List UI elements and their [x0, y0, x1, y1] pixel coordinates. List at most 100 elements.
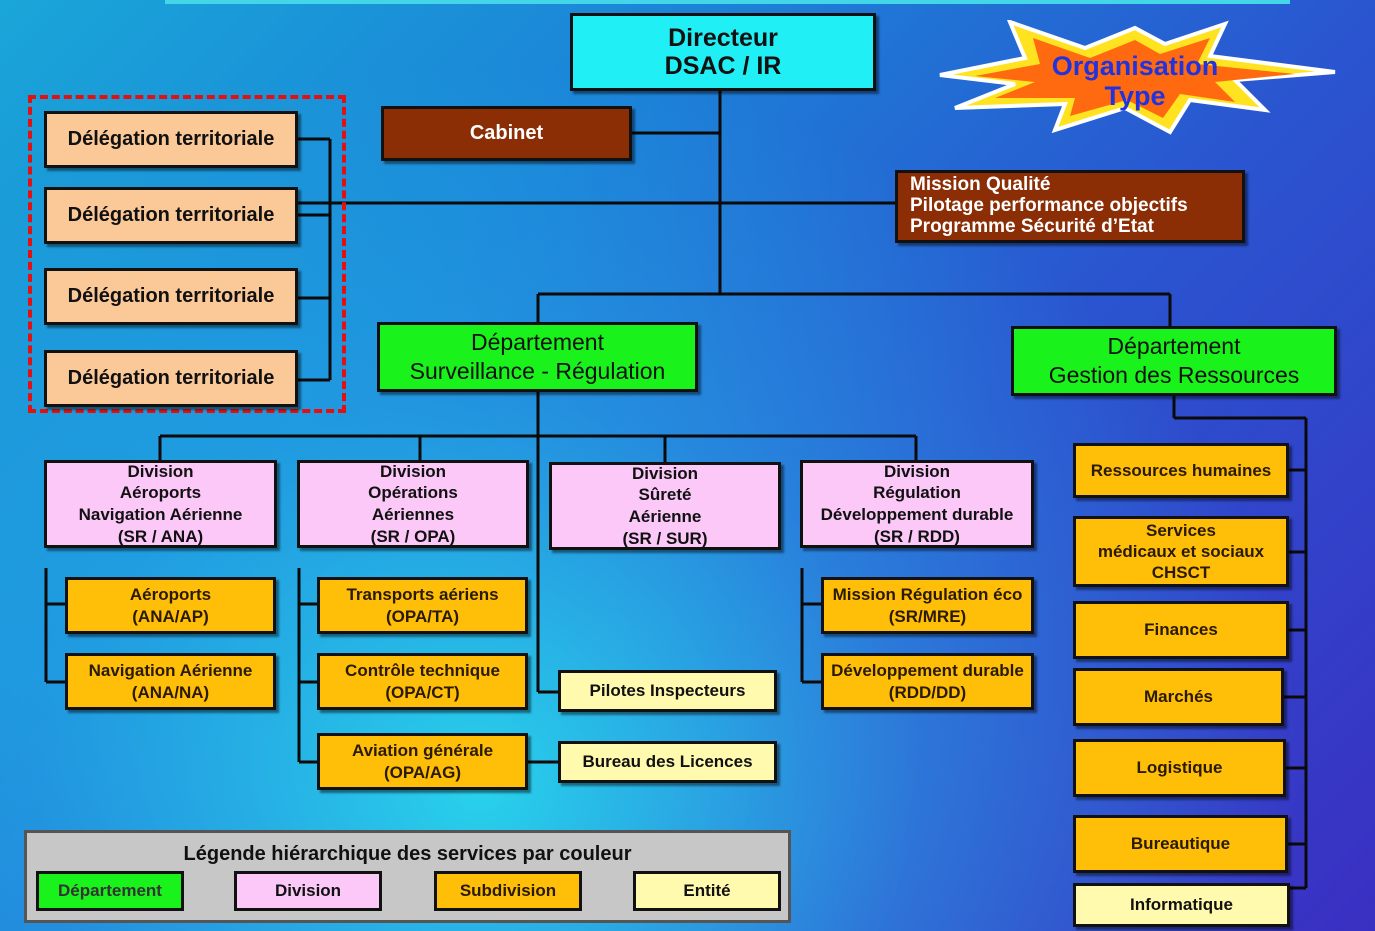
legend-item-entite: Entité — [633, 871, 781, 911]
division-sur: Division Sûreté Aérienne (SR / SUR) — [549, 462, 781, 550]
division-line: Développement durable — [820, 505, 1014, 524]
division-line: Division — [127, 461, 194, 481]
subdivision-name: Développement durable — [831, 661, 1024, 681]
subdivision-opa-ct: Contrôle technique (OPA/CT) — [317, 653, 528, 710]
delegation-box: Délégation territoriale — [44, 187, 298, 244]
delegations-dashed-frame — [28, 95, 346, 413]
legend-panel: Légende hiérarchique des services par co… — [24, 830, 791, 923]
mission-line1: Mission Qualité — [910, 174, 1051, 196]
entity-bureau-licences: Bureau des Licences — [558, 741, 777, 783]
top-bar — [165, 0, 1290, 4]
subdivision-code: (ANA/NA) — [131, 682, 210, 702]
legend-title: Légende hiérarchique des services par co… — [183, 843, 632, 865]
legend-label: Entité — [683, 881, 731, 900]
division-line: (SR / OPA) — [370, 526, 456, 546]
bureautique: Bureautique — [1073, 815, 1288, 873]
subdivision-code: (OPA/AG) — [383, 762, 462, 782]
division-line: Division — [379, 461, 447, 481]
delegation-box: Délégation territoriale — [44, 111, 298, 168]
dept-sr-line2: Surveillance - Régulation — [409, 358, 666, 384]
subdivision-name: Mission Régulation éco — [832, 585, 1023, 605]
services-medicaux: Services médicaux et sociaux CHSCT — [1073, 516, 1289, 587]
division-line: Opérations — [368, 483, 458, 503]
subdivision-code: (RDD/DD) — [888, 682, 967, 702]
badge-line1: Organisation — [1051, 51, 1219, 81]
organisation-type-label: Organisation Type — [1020, 51, 1250, 111]
subdivision-opa-ag: Aviation générale (OPA/AG) — [317, 733, 528, 790]
subdivision-ana-na: Navigation Aérienne (ANA/NA) — [65, 653, 276, 710]
ressource-label: médicaux et sociaux — [1097, 541, 1265, 561]
logistique: Logistique — [1073, 739, 1286, 797]
subdivision-name: Navigation Aérienne — [88, 661, 253, 681]
division-line: Aéroports — [119, 483, 202, 503]
ressource-label: Finances — [1144, 620, 1218, 640]
division-line: Division — [883, 461, 951, 481]
dept-surveillance-regulation: Département Surveillance - Régulation — [377, 322, 698, 392]
ressource-label: Informatique — [1130, 895, 1233, 915]
delegation-box: Délégation territoriale — [44, 268, 298, 325]
subdivision-code: (OPA/TA) — [385, 606, 460, 626]
cabinet-label: Cabinet — [469, 122, 544, 145]
ressource-label: CHSCT — [1151, 563, 1211, 583]
badge-line2: Type — [1104, 80, 1166, 111]
dept-gr-line1: Département — [1107, 333, 1241, 360]
dept-sr-line1: Département — [471, 329, 604, 356]
delegation-label: Délégation territoriale — [67, 285, 275, 308]
division-line: (SR / RDD) — [874, 526, 960, 546]
subdivision-name: Contrôle technique — [345, 661, 500, 681]
cabinet-box: Cabinet — [381, 106, 632, 161]
director-title: Directeur — [668, 24, 778, 52]
subdivision-name: Aéroports — [129, 585, 212, 605]
division-line: Division — [631, 463, 699, 483]
subdivision-rdd-dd: Développement durable (RDD/DD) — [821, 653, 1034, 710]
organisation-type-starburst — [939, 20, 1336, 135]
division-line: (SR / ANA) — [117, 526, 204, 546]
ressource-label: Ressources humaines — [1090, 460, 1272, 480]
entity-label: Bureau des Licences — [582, 752, 753, 772]
division-line: Régulation — [873, 483, 961, 503]
ressource-label: Marchés — [1144, 687, 1213, 707]
division-line: Aérienne — [628, 507, 702, 526]
subdivision-code: (SR/MRE) — [888, 606, 967, 626]
mission-line3: Programme Sécurité d’Etat — [910, 215, 1154, 237]
legend-item-subdivision: Subdivision — [434, 871, 582, 911]
director-code: DSAC / IR — [664, 52, 782, 80]
informatique: Informatique — [1073, 883, 1290, 927]
entity-pilotes-inspecteurs: Pilotes Inspecteurs — [558, 670, 777, 712]
delegation-label: Délégation territoriale — [67, 128, 275, 151]
division-line: Navigation Aérienne — [78, 505, 243, 524]
ressources-humaines: Ressources humaines — [1073, 443, 1289, 498]
subdivision-sr-mre: Mission Régulation éco (SR/MRE) — [821, 577, 1034, 634]
division-line: Aériennes — [371, 505, 455, 524]
subdivision-name: Aviation générale — [351, 741, 494, 761]
marches: Marchés — [1073, 668, 1284, 726]
division-opa: Division Opérations Aériennes (SR / OPA) — [297, 460, 529, 548]
entity-label: Pilotes Inspecteurs — [589, 681, 746, 701]
mission-line2: Pilotage performance objectifs — [910, 195, 1188, 217]
subdivision-name: Transports aériens — [346, 585, 499, 605]
ressource-label: Logistique — [1136, 758, 1223, 778]
director-box: Directeur DSAC / IR — [570, 13, 876, 91]
delegation-label: Délégation territoriale — [67, 204, 275, 227]
division-line: (SR / SUR) — [622, 528, 708, 548]
legend-label: Département — [58, 881, 162, 900]
division-rdd: Division Régulation Développement durabl… — [800, 460, 1034, 548]
subdivision-opa-ta: Transports aériens (OPA/TA) — [317, 577, 528, 634]
legend-item-division: Division — [234, 871, 382, 911]
legend-item-departement: Département — [36, 871, 184, 911]
ressource-label: Bureautique — [1130, 834, 1231, 854]
dept-gestion-ressources: Département Gestion des Ressources — [1011, 326, 1337, 396]
dept-gr-line2: Gestion des Ressources — [1048, 362, 1300, 388]
delegation-label: Délégation territoriale — [67, 367, 275, 390]
mission-qualite-box: Mission Qualité Pilotage performance obj… — [895, 170, 1245, 243]
legend-label: Division — [274, 881, 342, 900]
division-line: Sûreté — [638, 485, 692, 505]
subdivision-ana-ap: Aéroports (ANA/AP) — [65, 577, 276, 634]
ressource-label: Services — [1146, 520, 1216, 540]
finances: Finances — [1073, 601, 1289, 659]
delegation-box: Délégation territoriale — [44, 350, 298, 407]
subdivision-code: (OPA/CT) — [385, 682, 460, 702]
division-ana: Division Aéroports Navigation Aérienne (… — [44, 460, 277, 548]
subdivision-code: (ANA/AP) — [132, 606, 209, 626]
